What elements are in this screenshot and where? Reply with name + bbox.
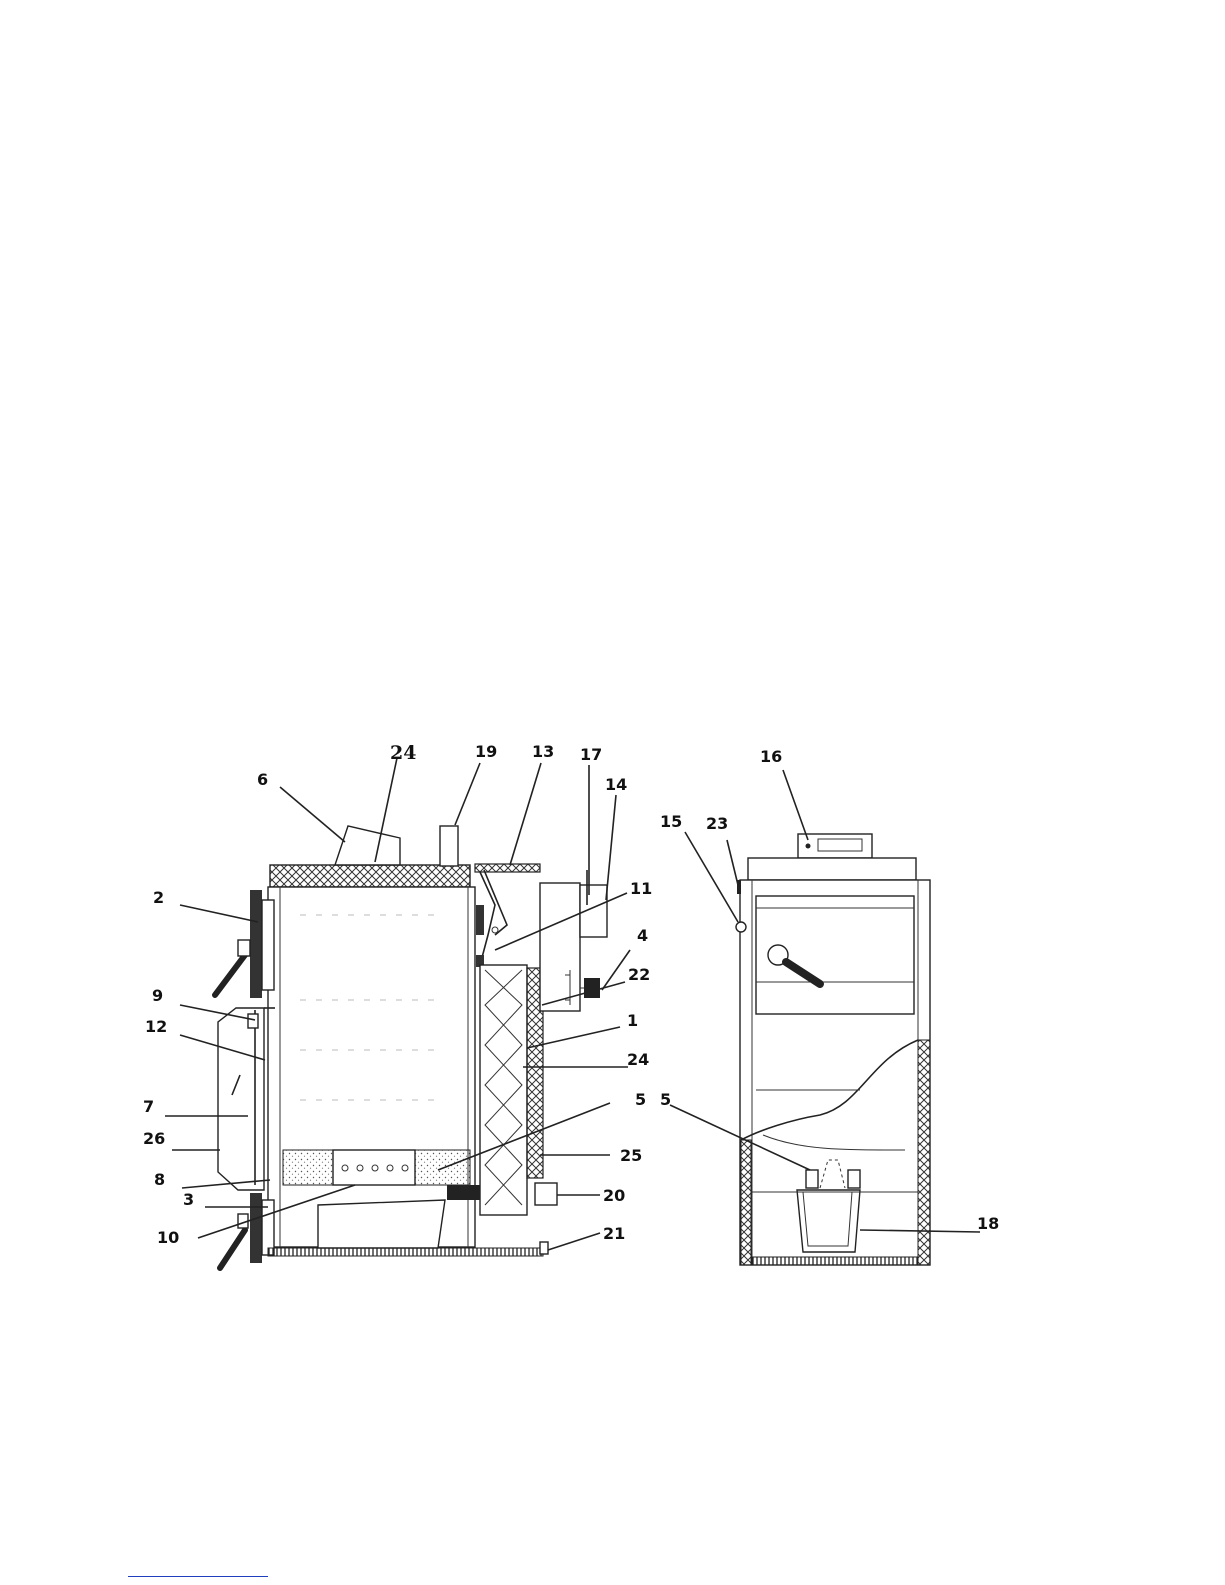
callout-24-top: 24 bbox=[390, 742, 416, 764]
callout-26: 26 bbox=[143, 1129, 165, 1148]
upper-door-handle bbox=[215, 955, 245, 995]
front-left-insulation bbox=[741, 1140, 751, 1265]
callout-2: 2 bbox=[153, 888, 164, 907]
callout-10: 10 bbox=[157, 1228, 179, 1247]
front-base-strip bbox=[752, 1257, 918, 1265]
callout-23: 23 bbox=[706, 814, 728, 833]
callout-16: 16 bbox=[760, 747, 782, 766]
callout-21: 21 bbox=[603, 1224, 625, 1243]
burner-bucket bbox=[797, 1190, 860, 1252]
grate-brick-left bbox=[283, 1150, 333, 1185]
callout-11: 11 bbox=[630, 879, 652, 898]
side-section-view bbox=[165, 758, 630, 1268]
callout-7: 7 bbox=[143, 1097, 154, 1116]
top-insulation bbox=[270, 865, 470, 887]
burner-nozzle-row bbox=[333, 1150, 415, 1185]
callout-4: 4 bbox=[637, 926, 648, 945]
upper-door bbox=[250, 890, 262, 998]
callout-9: 9 bbox=[152, 986, 163, 1005]
callout-6: 6 bbox=[257, 770, 268, 789]
callout-5-front: 5 bbox=[660, 1090, 671, 1109]
callout-22: 22 bbox=[628, 965, 650, 984]
callout-25: 25 bbox=[620, 1146, 642, 1165]
callout-18: 18 bbox=[977, 1214, 999, 1233]
flow-pipe-20 bbox=[535, 1183, 557, 1205]
ash-pan bbox=[318, 1200, 445, 1248]
callout-20: 20 bbox=[603, 1186, 625, 1205]
boiler-body bbox=[268, 887, 475, 1247]
front-panel bbox=[218, 1008, 264, 1190]
callout-1: 1 bbox=[627, 1011, 638, 1030]
callout-8: 8 bbox=[154, 1170, 165, 1189]
callout-5-side: 5 bbox=[635, 1090, 646, 1109]
callout-24-rear: 24 bbox=[627, 1050, 649, 1069]
secondary-air-valve bbox=[248, 1014, 258, 1028]
callout-3: 3 bbox=[183, 1190, 194, 1209]
front-view bbox=[670, 770, 980, 1265]
base-strip bbox=[268, 1248, 543, 1256]
pipe-stub-19 bbox=[440, 826, 458, 866]
lower-door-handle bbox=[220, 1230, 245, 1268]
top-cap bbox=[748, 858, 916, 880]
flue-outlet bbox=[335, 826, 400, 865]
callout-17: 17 bbox=[580, 745, 602, 764]
callout-14: 14 bbox=[605, 775, 627, 794]
callout-15: 15 bbox=[660, 812, 682, 831]
callout-12: 12 bbox=[145, 1017, 167, 1036]
footer-separator bbox=[128, 1576, 268, 1577]
rear-box bbox=[540, 883, 580, 1011]
inspection-port bbox=[736, 922, 746, 932]
lower-door bbox=[250, 1193, 262, 1263]
seal-block bbox=[447, 1185, 480, 1200]
sensor-22 bbox=[584, 978, 600, 998]
callout-19: 19 bbox=[475, 742, 497, 761]
drain-21 bbox=[540, 1242, 548, 1254]
callout-13: 13 bbox=[532, 742, 554, 761]
